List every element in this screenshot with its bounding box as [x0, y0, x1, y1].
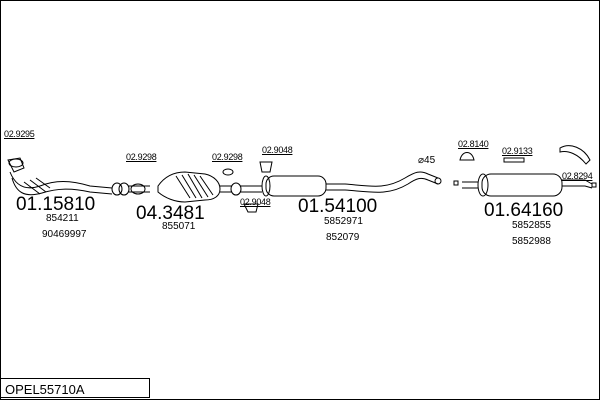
- diagram-code-box: OPEL55710A: [0, 378, 150, 398]
- middle-silencer: [265, 175, 327, 197]
- cat-inlet: [128, 185, 150, 193]
- rear-silencer: [481, 173, 563, 197]
- mid-pipe-b: [326, 171, 439, 193]
- catalytic-converter: [157, 171, 221, 203]
- cat-hatch: [175, 173, 214, 199]
- hanger-mid-2: [243, 203, 259, 213]
- group-rear-ref-1: 5852855: [512, 220, 551, 231]
- rear-end-cap: [591, 182, 597, 188]
- cat-outlet: [220, 185, 232, 193]
- part-label-5: 02.9048: [240, 197, 271, 207]
- group-front-ref-1: 854211: [46, 213, 79, 224]
- group-cat-ref-1: 855071: [162, 221, 196, 232]
- ring-mid-end: [434, 177, 442, 185]
- part-label-2: 02.9298: [126, 152, 157, 162]
- group-front-main: 01.15810: [16, 194, 96, 215]
- part-label-8: 02.8294: [562, 171, 593, 181]
- part-label-7: 02.9133: [502, 146, 533, 156]
- mid-silencer-cap: [261, 175, 271, 197]
- group-middle-main: 01.54100: [298, 196, 378, 217]
- part-label-1: 02.9295: [4, 129, 35, 139]
- group-middle-ref-2: 852079: [326, 232, 360, 243]
- rear-bracket: [453, 180, 459, 186]
- rear-pipe-in: [462, 181, 478, 189]
- group-rear-ref-2: 5852988: [512, 236, 551, 247]
- rear-hanger-2: [503, 157, 525, 163]
- group-middle-ref-1: 5852971: [324, 216, 363, 227]
- part-label-6: 02.8140: [458, 139, 489, 149]
- front-pipe-lower: [11, 177, 113, 196]
- part-label-4: 02.9048: [262, 145, 293, 155]
- gasket-front: [8, 158, 24, 168]
- tail-pipe: [562, 179, 593, 189]
- part-label-3: 02.9298: [212, 152, 243, 162]
- group-front-ref-2: 90469997: [42, 229, 87, 240]
- group-cat-main: 04.3481: [136, 203, 205, 224]
- hanger-cat: [222, 168, 234, 176]
- rear-heat-shield: [559, 145, 591, 165]
- clamp-1: [111, 182, 123, 196]
- clamp-1b: [118, 182, 130, 196]
- front-flex: [23, 177, 51, 195]
- diameter-label: ⌀45: [418, 155, 436, 166]
- mid-pipe-a: [240, 185, 262, 193]
- group-rear-main: 01.64160: [484, 200, 564, 221]
- front-pipe: [9, 171, 113, 189]
- ring-cat-in: [130, 183, 146, 195]
- hanger-mid-1: [259, 161, 273, 173]
- ring-cat-out: [230, 182, 242, 196]
- diagram-code: OPEL55710A: [5, 382, 85, 397]
- rear-hanger-1: [459, 152, 475, 161]
- rear-silencer-cap: [477, 173, 489, 197]
